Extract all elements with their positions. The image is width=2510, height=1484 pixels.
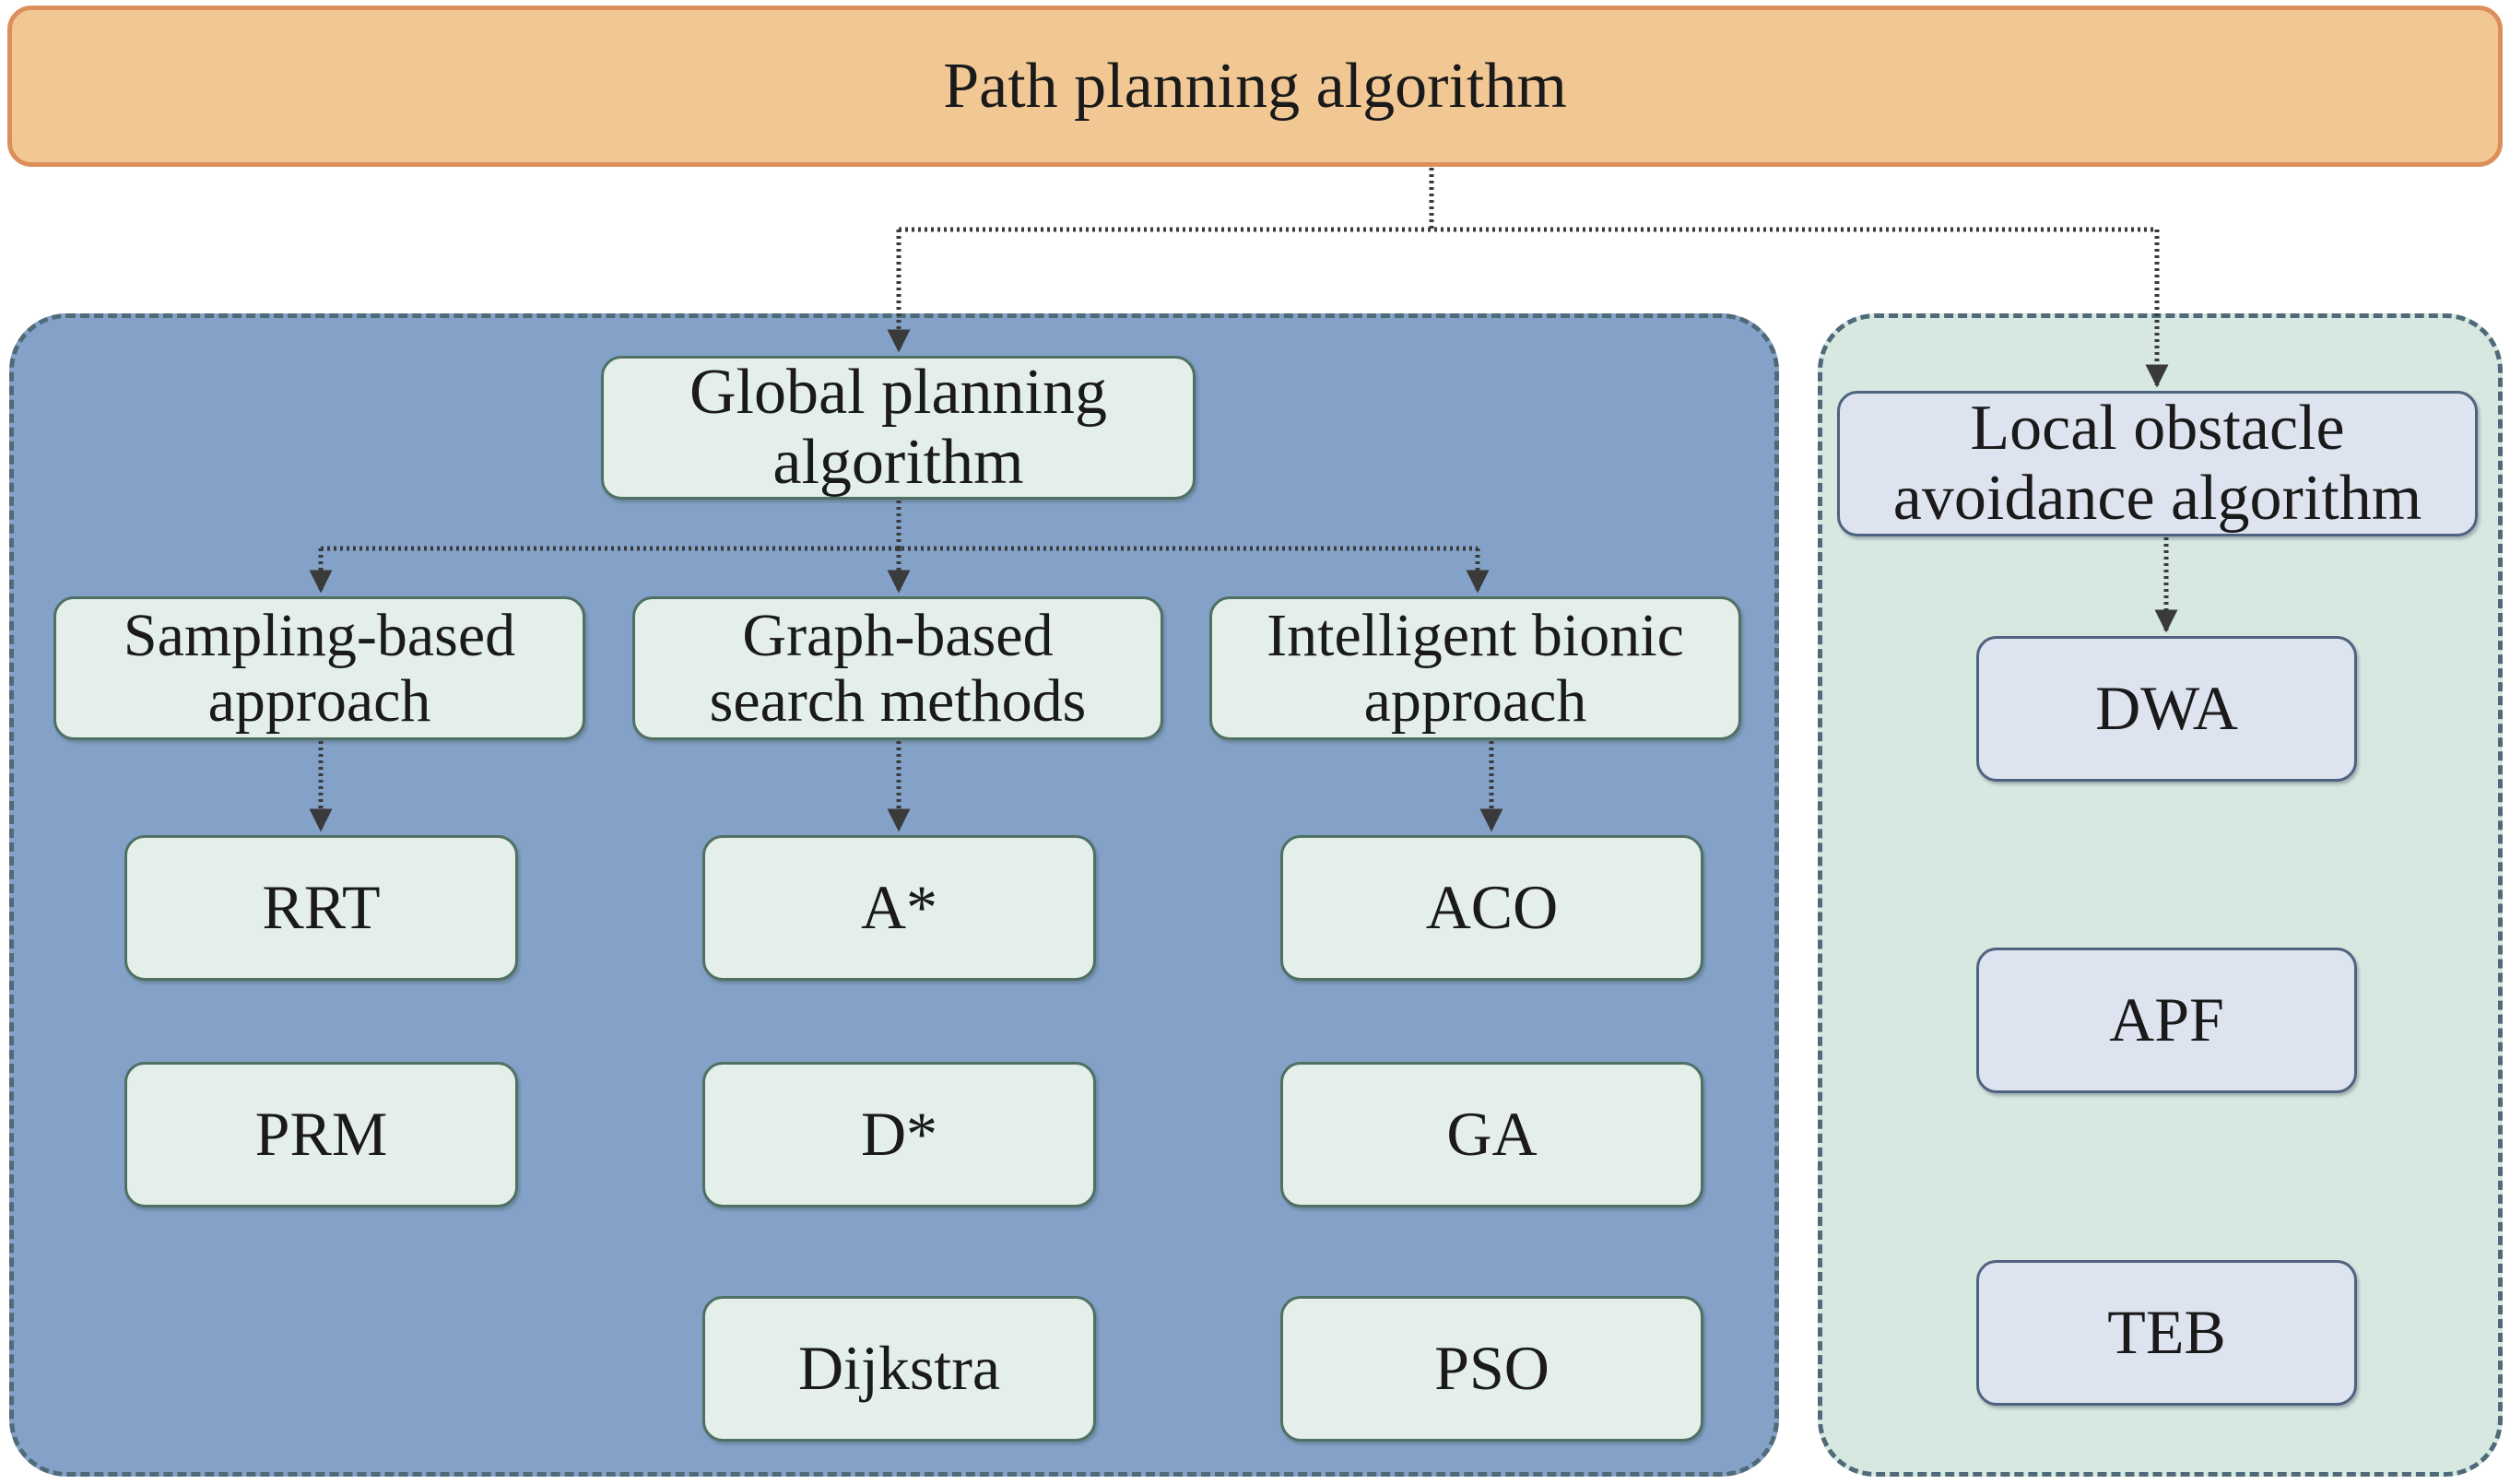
method-dijkstra: Dijkstra [702, 1296, 1096, 1442]
method-a-star: A* [702, 835, 1096, 981]
method-label: APF [2109, 984, 2224, 1055]
local-avoidance-node: Local obstacle avoidance algorithm [1837, 391, 2478, 536]
method-apf: APF [1976, 948, 2357, 1093]
method-label: A* [860, 872, 938, 943]
method-label: RRT [262, 872, 381, 943]
method-label: TEB [2107, 1297, 2226, 1368]
method-teb: TEB [1976, 1260, 2357, 1406]
root-node: Path planning algorithm [7, 6, 2503, 167]
root-label: Path planning algorithm [943, 50, 1567, 122]
method-rrt: RRT [124, 835, 518, 981]
method-prm: PRM [124, 1062, 518, 1207]
category-sampling-based: Sampling-based approach [53, 596, 585, 740]
method-label: DWA [2095, 673, 2238, 744]
category-intelligent-bionic: Intelligent bionic approach [1209, 596, 1741, 740]
local-avoidance-label: Local obstacle avoidance algorithm [1892, 393, 2422, 534]
method-label: GA [1446, 1099, 1538, 1170]
category-label: Intelligent bionic approach [1267, 601, 1684, 735]
method-label: PRM [254, 1099, 388, 1170]
method-ga: GA [1280, 1062, 1703, 1207]
method-dwa: DWA [1976, 636, 2357, 782]
method-label: ACO [1425, 872, 1559, 943]
method-aco: ACO [1280, 835, 1703, 981]
category-label: Graph-based search methods [709, 601, 1087, 735]
global-planning-node: Global planning algorithm [601, 356, 1196, 500]
category-label: Sampling-based approach [123, 601, 516, 735]
method-label: PSO [1434, 1333, 1550, 1404]
method-label: D* [860, 1099, 938, 1170]
method-pso: PSO [1280, 1296, 1703, 1442]
method-d-star: D* [702, 1062, 1096, 1207]
global-planning-label: Global planning algorithm [689, 357, 1107, 498]
category-graph-based: Graph-based search methods [632, 596, 1163, 740]
method-label: Dijkstra [797, 1333, 1001, 1404]
